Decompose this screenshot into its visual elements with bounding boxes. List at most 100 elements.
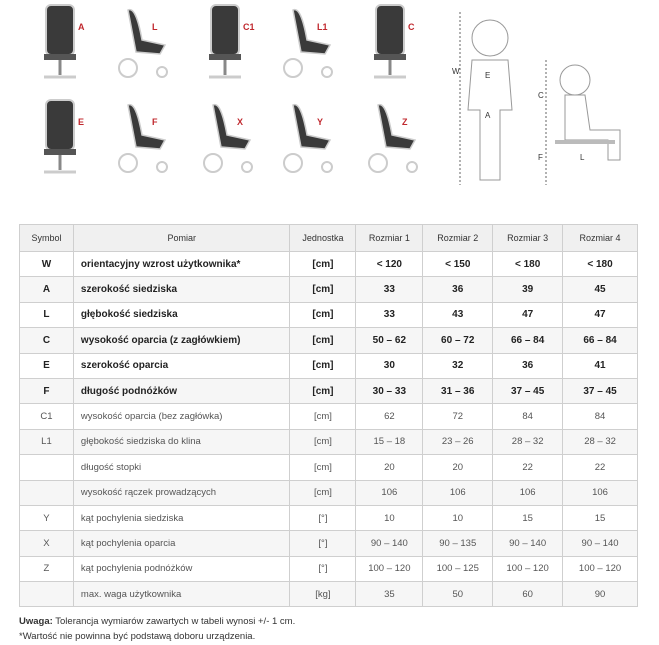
column-header: Symbol	[19, 224, 74, 252]
size-value-cell: 20	[422, 454, 494, 481]
size-value-cell: 90 – 135	[422, 530, 494, 557]
size-value-cell: 33	[355, 301, 424, 329]
size-value-cell: 47	[492, 301, 564, 329]
column-header: Rozmiar 4	[562, 224, 638, 252]
dimension-label: X	[237, 117, 243, 127]
unit-cell: [cm]	[289, 428, 357, 456]
unit-cell: [°]	[289, 504, 357, 532]
measure-cell: kąt pochylenia podnóżków	[72, 555, 291, 583]
size-value-cell: 106	[492, 479, 564, 506]
measure-cell: wysokość rączek prowadzących	[72, 479, 291, 506]
size-value-cell: 36	[492, 352, 564, 379]
size-value-cell: 37 – 45	[562, 377, 638, 405]
size-value-cell: 100 – 120	[355, 555, 424, 583]
size-value-cell: 50	[422, 581, 494, 608]
symbol-cell: Y	[19, 504, 74, 532]
dimension-label: L	[152, 22, 158, 32]
size-value-cell: < 150	[422, 250, 494, 278]
size-value-cell: 22	[562, 454, 638, 481]
measure-cell: max. waga użytkownika	[72, 581, 291, 608]
wheelchair-diagram: C	[374, 4, 415, 79]
size-value-cell: 30 – 33	[355, 377, 424, 405]
size-value-cell: 32	[422, 352, 494, 379]
symbol-cell: E	[19, 352, 74, 379]
symbol-cell: C	[19, 327, 74, 354]
symbol-cell	[19, 454, 74, 481]
size-value-cell: 66 – 84	[562, 327, 638, 354]
column-header: Rozmiar 2	[422, 224, 494, 252]
size-value-cell: 84	[562, 403, 638, 430]
size-value-cell: 39	[492, 276, 564, 303]
child-dimension-label: A	[485, 111, 491, 120]
symbol-cell: L1	[19, 428, 74, 456]
unit-cell: [°]	[289, 555, 357, 583]
size-value-cell: 50 – 62	[355, 327, 424, 354]
symbol-cell: A	[19, 276, 74, 303]
size-value-cell: 33	[355, 276, 424, 303]
dimension-label: C	[408, 22, 415, 32]
size-value-cell: 106	[422, 479, 494, 506]
wheelchair-diagram: A	[44, 4, 85, 79]
size-value-cell: 30	[355, 352, 424, 379]
size-value-cell: 100 – 120	[562, 555, 638, 583]
measure-cell: długość stopki	[72, 454, 291, 481]
size-value-cell: 90	[562, 581, 638, 608]
column-header: Pomiar	[72, 224, 291, 252]
column-header: Rozmiar 1	[355, 224, 424, 252]
dimension-label: Z	[402, 117, 408, 127]
dimension-label: F	[152, 117, 158, 127]
notes: Uwaga: Tolerancja wymiarów zawartych w t…	[19, 614, 295, 644]
wheelchair-diagram: X	[203, 103, 253, 173]
size-value-cell: 15	[562, 504, 638, 532]
child-dimension-label: C	[538, 91, 544, 100]
symbol-cell: X	[19, 530, 74, 557]
dimension-label: L1	[317, 22, 328, 32]
size-value-cell: 10	[355, 504, 424, 532]
size-value-cell: 90 – 140	[355, 530, 424, 557]
size-value-cell: 41	[562, 352, 638, 379]
size-value-cell: 90 – 140	[492, 530, 564, 557]
child-dimension-label: W	[452, 67, 460, 76]
wheelchair-diagram: F	[118, 103, 168, 173]
size-value-cell: 15	[492, 504, 564, 532]
column-header: Jednostka	[289, 224, 357, 252]
unit-cell: [cm]	[289, 327, 357, 354]
size-value-cell: 66 – 84	[492, 327, 564, 354]
symbol-cell: Z	[19, 555, 74, 583]
size-value-cell: 45	[562, 276, 638, 303]
size-value-cell: 106	[562, 479, 638, 506]
measure-cell: kąt pochylenia siedziska	[72, 504, 291, 532]
unit-cell: [cm]	[289, 276, 357, 303]
measure-cell: głębokość siedziska do klina	[72, 428, 291, 456]
measure-cell: orientacyjny wzrost użytkownika*	[72, 250, 291, 278]
column-header: Rozmiar 3	[492, 224, 564, 252]
dimension-label: Y	[317, 117, 323, 127]
size-value-cell: 37 – 45	[492, 377, 564, 405]
size-value-cell: 72	[422, 403, 494, 430]
wheelchair-diagram: Y	[283, 103, 333, 173]
size-value-cell: 28 – 32	[562, 428, 638, 456]
child-dimension-label: F	[538, 153, 543, 162]
dimension-label: E	[78, 117, 84, 127]
measure-cell: głębokość siedziska	[72, 301, 291, 329]
size-value-cell: 43	[422, 301, 494, 329]
unit-cell: [cm]	[289, 377, 357, 405]
symbol-cell: L	[19, 301, 74, 329]
unit-cell: [cm]	[289, 352, 357, 379]
wheelchair-diagram: L	[118, 8, 168, 78]
dimension-label: C1	[243, 22, 255, 32]
measure-cell: szerokość siedziska	[72, 276, 291, 303]
unit-cell: [cm]	[289, 250, 357, 278]
size-value-cell: 35	[355, 581, 424, 608]
size-value-cell: 31 – 36	[422, 377, 494, 405]
size-value-cell: 106	[355, 479, 424, 506]
size-value-cell: 60 – 72	[422, 327, 494, 354]
size-value-cell: < 180	[492, 250, 564, 278]
